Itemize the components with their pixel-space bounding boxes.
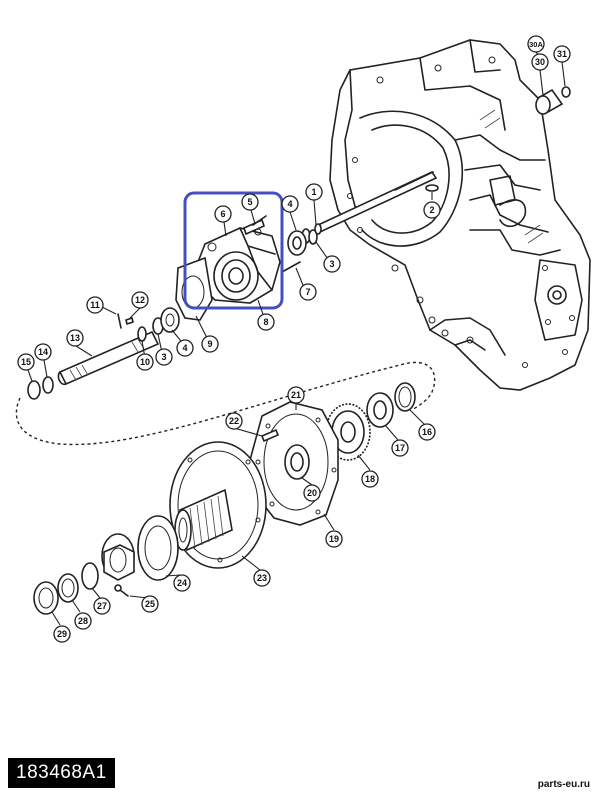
svg-text:15: 15: [21, 357, 31, 367]
callout-22: 22: [225, 412, 243, 430]
callout-19: 19: [325, 530, 343, 548]
callout-3-upper: 3: [323, 255, 341, 273]
svg-text:21: 21: [291, 390, 301, 400]
svg-text:23: 23: [257, 573, 267, 583]
svg-text:4: 4: [287, 199, 292, 209]
callout-1: 1: [305, 183, 323, 201]
svg-text:6: 6: [220, 209, 225, 219]
part-23-cover: [169, 441, 267, 569]
seal-3-upper: [308, 229, 318, 245]
svg-text:31: 31: [557, 49, 567, 59]
svg-text:29: 29: [57, 629, 67, 639]
svg-text:10: 10: [140, 357, 150, 367]
callout-16: 16: [418, 423, 436, 441]
callout-4-lower: 4: [176, 339, 194, 357]
part-30-bushing: [535, 88, 564, 115]
svg-text:17: 17: [395, 443, 405, 453]
svg-text:5: 5: [247, 197, 252, 207]
svg-text:18: 18: [365, 474, 375, 484]
callout-14: 14: [34, 343, 52, 361]
svg-text:7: 7: [305, 287, 310, 297]
svg-text:30A: 30A: [529, 40, 543, 49]
callout-21: 21: [287, 386, 305, 404]
svg-text:20: 20: [307, 488, 317, 498]
callout-8: 8: [257, 313, 275, 331]
part-24-gasket: [137, 515, 179, 581]
pump-shaft: [57, 330, 160, 386]
part-11-pin: [117, 313, 122, 329]
callout-17: 17: [391, 439, 409, 457]
callout-29: 29: [53, 625, 71, 643]
part-10-ring: [137, 326, 147, 342]
callout-7: 7: [299, 283, 317, 301]
bearing-4-upper: [287, 230, 307, 256]
part-31-ring: [561, 86, 571, 98]
input-shaft: [301, 170, 438, 244]
callout-13: 13: [66, 329, 84, 347]
callout-9: 9: [201, 335, 219, 353]
part-12-key: [125, 317, 134, 325]
svg-text:2: 2: [429, 205, 434, 215]
svg-text:3: 3: [161, 352, 166, 362]
pump-housing: [197, 218, 281, 304]
callout-18: 18: [361, 470, 379, 488]
svg-text:1: 1: [311, 187, 316, 197]
callout-12: 12: [131, 291, 149, 309]
svg-text:22: 22: [229, 416, 239, 426]
svg-text:16: 16: [422, 427, 432, 437]
part-29-seal: [33, 581, 59, 615]
part-retainer: [101, 533, 135, 581]
svg-text:12: 12: [135, 295, 145, 305]
part-25-bolt: [119, 589, 129, 597]
callout-11: 11: [86, 296, 104, 314]
svg-text:14: 14: [38, 347, 48, 357]
part-15-ring: [27, 380, 41, 400]
part-2-plug: [425, 184, 439, 192]
callout-23: 23: [253, 569, 271, 587]
callout-28: 28: [74, 612, 92, 630]
callout-24: 24: [173, 574, 191, 592]
svg-text:4: 4: [182, 343, 187, 353]
svg-text:8: 8: [263, 317, 268, 327]
part-22-pin: [260, 428, 280, 443]
part-28-ring: [57, 573, 79, 603]
part-20-bearing: [284, 444, 310, 480]
callout-25: 25: [141, 595, 159, 613]
callout-30A: 30A: [527, 35, 545, 53]
callout-30: 30: [531, 53, 549, 71]
callout-27: 27: [93, 597, 111, 615]
callout-2: 2: [423, 201, 441, 219]
transmission-housing: [329, 39, 591, 391]
gasket-9: [175, 256, 213, 321]
svg-text:30: 30: [535, 57, 545, 67]
part-14-ring: [42, 376, 54, 394]
part-16-ring: [394, 382, 416, 412]
callout-20: 20: [303, 484, 321, 502]
callout-6: 6: [214, 205, 232, 223]
svg-text:9: 9: [207, 339, 212, 349]
svg-text:19: 19: [329, 534, 339, 544]
svg-text:25: 25: [145, 599, 155, 609]
svg-text:11: 11: [90, 300, 100, 310]
svg-text:13: 13: [70, 333, 80, 343]
callout-31: 31: [553, 45, 571, 63]
callout-4-upper: 4: [281, 195, 299, 213]
callout-10: 10: [136, 353, 154, 371]
part-17-bearing: [366, 392, 394, 428]
part-7-bolt: [281, 261, 301, 273]
svg-text:24: 24: [177, 578, 187, 588]
callout-5: 5: [241, 193, 259, 211]
svg-text:3: 3: [329, 259, 334, 269]
svg-text:27: 27: [97, 601, 107, 611]
watermark-text: parts-eu.ru: [537, 779, 590, 790]
drawing-number-label: 183468A1: [8, 758, 115, 788]
highlight-box: [183, 191, 284, 310]
svg-text:28: 28: [78, 616, 88, 626]
part-27-snap-ring: [81, 562, 99, 590]
callout-3-lower: 3: [155, 348, 173, 366]
callout-15: 15: [17, 353, 35, 371]
bearing-4-lower: [160, 307, 180, 333]
